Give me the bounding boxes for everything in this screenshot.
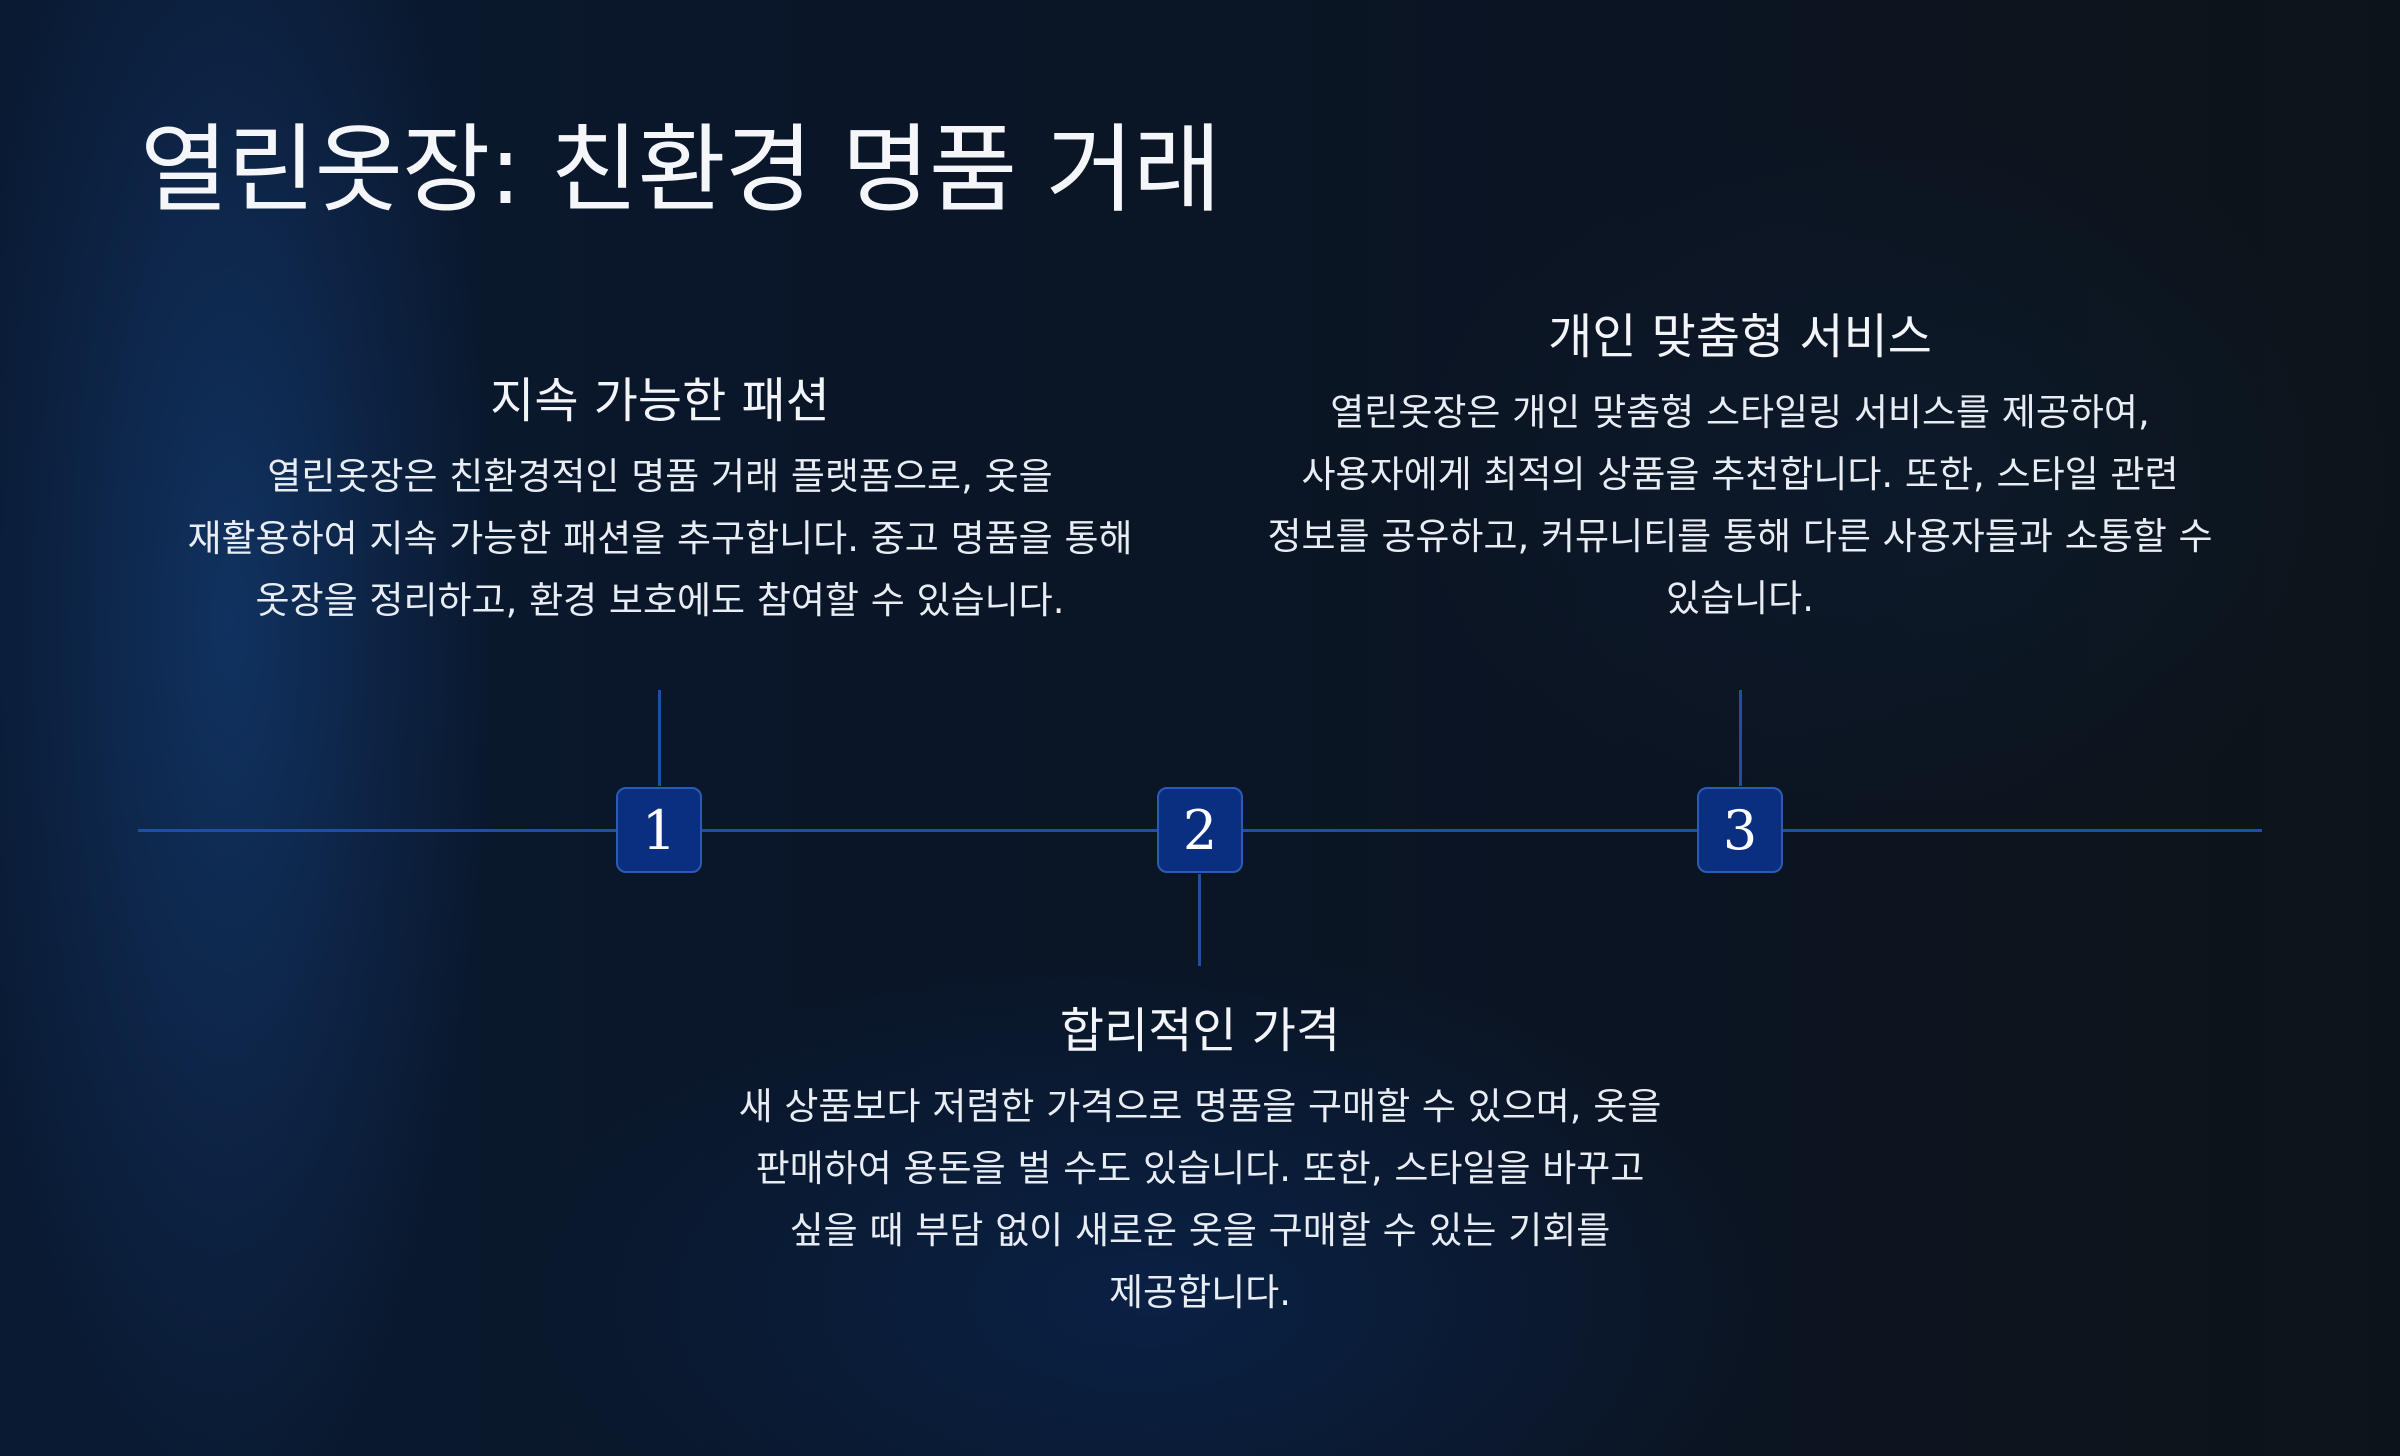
step-description-3: 열린옷장은 개인 맞춤형 스타일링 서비스를 제공하여, 사용자에게 최적의 상… bbox=[1267, 391, 2213, 620]
step-description-2: 새 상품보다 저렴한 가격으로 명품을 구매할 수 있으며, 옷을 판매하여 용… bbox=[738, 1085, 1662, 1314]
step-marker-1: 1 bbox=[616, 787, 702, 873]
step-card-3: 개인 맞춤형 서비스 열린옷장은 개인 맞춤형 스타일링 서비스를 제공하여, … bbox=[1240, 302, 2240, 630]
slide-title: 열린옷장: 친환경 명품 거래 bbox=[140, 114, 1221, 226]
step-card-2: 합리적인 가격 새 상품보다 저렴한 가격으로 명품을 구매할 수 있으며, 옷… bbox=[700, 996, 1700, 1324]
step-title-3: 개인 맞춤형 서비스 bbox=[1548, 309, 1932, 365]
timeline-connector-1 bbox=[658, 690, 661, 786]
step-title-2: 합리적인 가격 bbox=[1059, 1003, 1341, 1059]
timeline-connector-2 bbox=[1198, 874, 1201, 966]
step-card-1: 지속 가능한 패션 열린옷장은 친환경적인 명품 거래 플랫폼으로, 옷을 재활… bbox=[160, 366, 1160, 632]
step-marker-2: 2 bbox=[1157, 787, 1243, 873]
step-marker-3: 3 bbox=[1697, 787, 1783, 873]
timeline-connector-3 bbox=[1739, 690, 1742, 786]
step-description-1: 열린옷장은 친환경적인 명품 거래 플랫폼으로, 옷을 재활용하여 지속 가능한… bbox=[187, 455, 1133, 622]
step-title-1: 지속 가능한 패션 bbox=[490, 373, 830, 429]
